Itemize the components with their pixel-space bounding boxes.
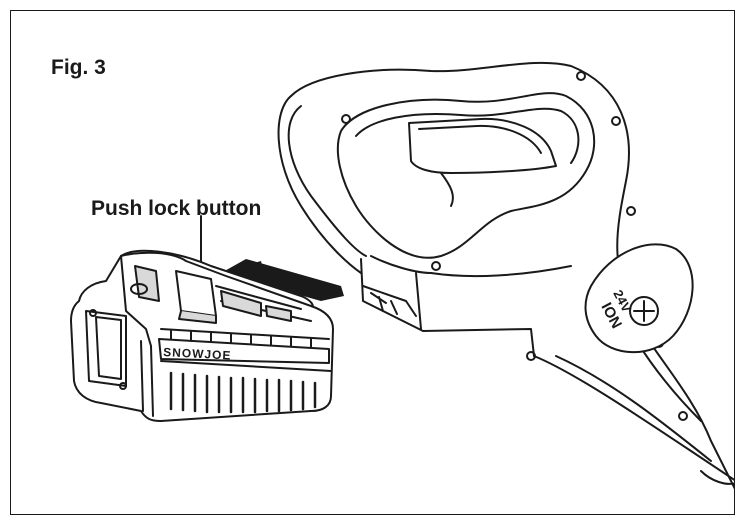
insertion-arrow: [221, 259, 344, 301]
figure-label: Fig. 3: [51, 56, 106, 79]
illustration: 24V ION: [70, 61, 734, 490]
figure-frame: Fig. 3 Push lock button: [10, 10, 735, 515]
trimmer-handle: [277, 61, 734, 490]
battery-brand-text: SNOWJOE: [163, 345, 232, 363]
battery-pack: [70, 249, 334, 422]
push-lock-button-callout: Push lock button: [91, 197, 262, 220]
